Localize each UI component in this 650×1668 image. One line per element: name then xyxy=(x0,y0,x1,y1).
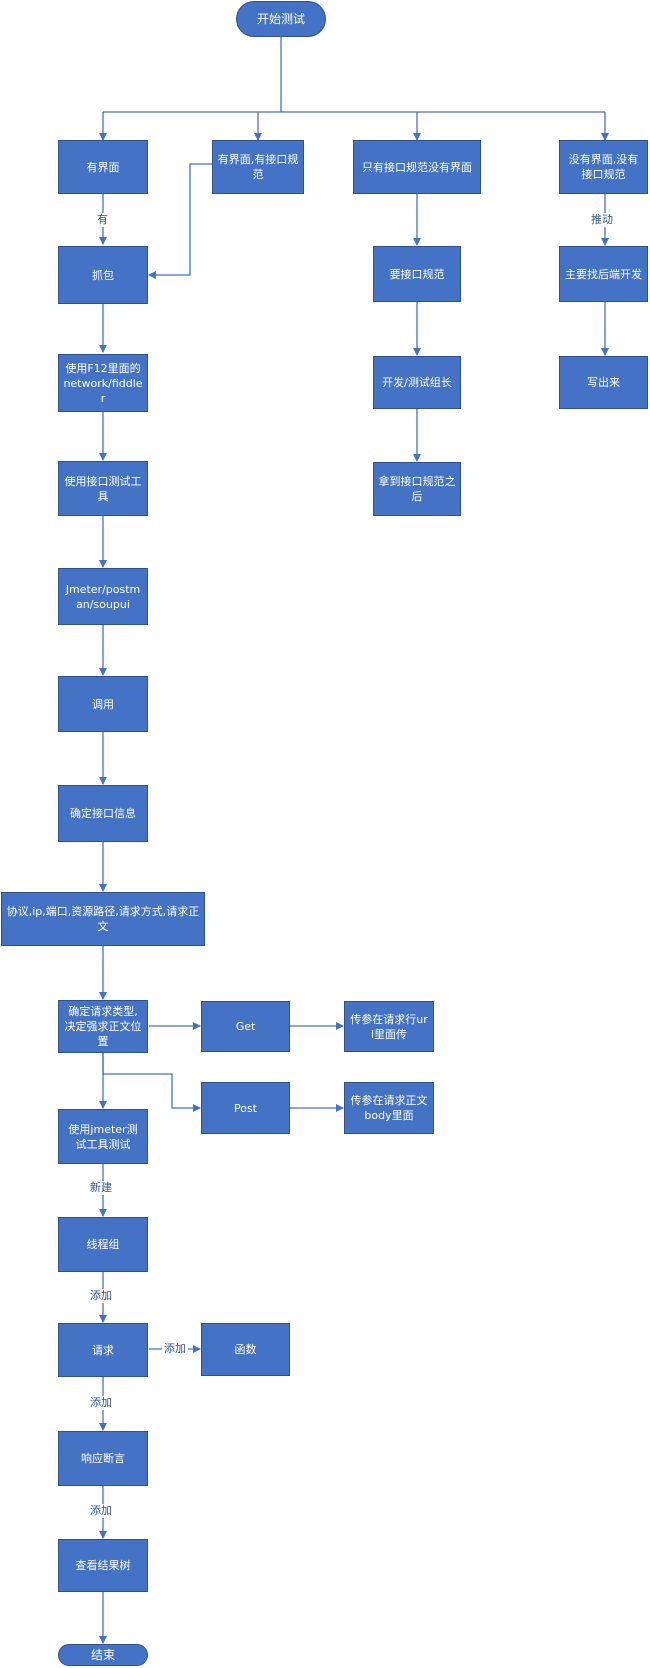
node-write-out: 写出来 xyxy=(559,356,648,409)
node-confirm-info: 确定接口信息 xyxy=(58,785,148,842)
node-request-spec: 要接口规范 xyxy=(373,246,461,302)
node-result-tree: 查看结果树 xyxy=(58,1539,148,1592)
edge-label-add-2: 添加 xyxy=(162,1342,188,1356)
node-use-test-tool: 使用接口测试工具 xyxy=(58,461,148,516)
node-assertion: 响应断言 xyxy=(58,1431,148,1486)
node-dev-test-lead: 开发/测试组长 xyxy=(373,356,461,409)
node-find-backend: 主要找后端开发 xyxy=(559,246,648,302)
node-use-jmeter: 使用jmeter测试工具测试 xyxy=(58,1109,148,1164)
edge-label-new: 新建 xyxy=(88,1181,114,1195)
edge-label-has: 有 xyxy=(95,213,110,227)
node-only-spec-no-ui: 只有接口规范没有界面 xyxy=(353,140,481,194)
edge-label-add-4: 添加 xyxy=(88,1504,114,1518)
node-get-param: 传参在请求行url里面传 xyxy=(344,1001,434,1052)
edge-label-push: 推动 xyxy=(589,213,615,227)
node-post: Post xyxy=(201,1082,290,1134)
node-request: 请求 xyxy=(58,1323,148,1377)
start-node: 开始测试 xyxy=(236,1,326,37)
node-tools: Jmeter/postman/soupui xyxy=(58,568,148,625)
node-get: Get xyxy=(201,1001,290,1052)
node-has-ui: 有界面 xyxy=(58,140,148,194)
node-use-f12: 使用F12里面的network/fiddler xyxy=(58,354,148,412)
node-protocol-info: 协议,ip,端口,资源路径,请求方式,请求正文 xyxy=(1,892,205,946)
edge-decide-post xyxy=(102,1053,201,1112)
edge-spec-capture xyxy=(148,163,212,279)
end-node: 结束 xyxy=(58,1644,148,1666)
node-no-ui-no-spec: 没有界面,没有接口规范 xyxy=(559,140,648,194)
node-decide-type: 确定请求类型,决定强求正文位置 xyxy=(58,1000,148,1053)
node-capture: 抓包 xyxy=(58,246,148,304)
edge-label-add-1: 添加 xyxy=(88,1289,114,1303)
node-post-param: 传参在请求正文body里面 xyxy=(344,1082,434,1134)
node-after-spec: 拿到接口规范之后 xyxy=(373,462,461,516)
node-invoke: 调用 xyxy=(58,676,148,732)
edge-label-add-3: 添加 xyxy=(88,1396,114,1410)
node-thread-group: 线程组 xyxy=(58,1217,148,1272)
node-function: 函数 xyxy=(201,1323,290,1376)
node-has-ui-and-spec: 有界面,有接口规范 xyxy=(212,140,304,194)
